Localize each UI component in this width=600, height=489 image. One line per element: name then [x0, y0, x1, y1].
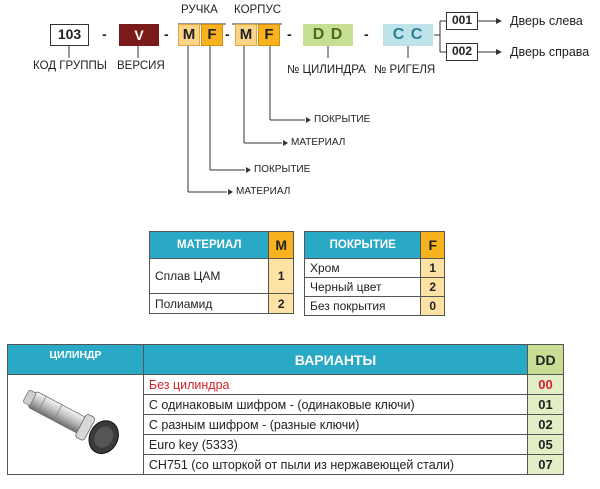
- coating-table-header: ПОКРЫТИЕ: [303, 231, 422, 259]
- handle-coating-callout: ПОКРЫТИЕ: [254, 164, 311, 175]
- cylinder-variant-label: Без цилиндра: [142, 374, 529, 395]
- cylinder-variant-code: 00: [527, 374, 564, 395]
- table-row: CH751 (со шторкой от пыли из нержавеющей…: [8, 454, 564, 475]
- table-row: Полиамид 2: [148, 293, 294, 314]
- cylinder-variant-label: CH751 (со шторкой от пыли из нержавеющей…: [142, 454, 529, 475]
- cylinder-table: ЦИЛИНДР ВАРИАНТЫ DD: [7, 344, 564, 475]
- cylinder-table-header-code: DD: [527, 344, 564, 375]
- separator: -: [225, 26, 230, 42]
- code-group-box: 103: [50, 24, 89, 46]
- coating-table: ПОКРЫТИЕ F Хром 1 Черный цвет 2 Без покр…: [303, 231, 445, 316]
- coating-label: Черный цвет: [303, 277, 422, 297]
- code-group-label: КОД ГРУППЫ: [33, 60, 107, 72]
- material-code: 1: [268, 258, 294, 294]
- material-table: МАТЕРИАЛ M Сплав ЦАМ 1 Полиамид 2: [148, 231, 294, 314]
- coating-label: Хром: [303, 258, 422, 278]
- separator: -: [287, 26, 292, 42]
- cylinder-variant-code: 07: [527, 454, 564, 475]
- cylinder-table-header-variants: ВАРИАНТЫ: [142, 344, 529, 375]
- cylinder-number-box: D D: [303, 24, 353, 46]
- material-code: 2: [268, 293, 294, 314]
- body-coating-callout: ПОКРЫТИЕ: [314, 114, 371, 125]
- material-label: Сплав ЦАМ: [148, 258, 270, 294]
- cylinder-lock-with-key-icon: [23, 389, 120, 455]
- table-row: Хром 1: [303, 258, 445, 278]
- body-material-callout: МАТЕРИАЛ: [291, 137, 346, 148]
- body-title: КОРПУС: [234, 4, 282, 16]
- cylinder-variant-code: 01: [527, 394, 564, 415]
- coating-label: Без покрытия: [303, 296, 422, 316]
- separator: -: [164, 26, 169, 42]
- cylinder-variant-code: 05: [527, 434, 564, 455]
- cylinder-variant-code: 02: [527, 414, 564, 435]
- bolt-number-box: C C: [383, 24, 433, 46]
- table-row: Черный цвет 2: [303, 277, 445, 297]
- coating-code: 2: [420, 277, 445, 297]
- version-label: ВЕРСИЯ: [117, 60, 165, 72]
- table-row: Без покрытия 0: [303, 296, 445, 316]
- coating-code: 1: [420, 258, 445, 278]
- handle-coating-box: F: [201, 24, 223, 46]
- version-box: V: [119, 24, 159, 46]
- door-right-label: Дверь справа: [510, 45, 590, 59]
- table-row: Сплав ЦАМ 1: [148, 258, 294, 294]
- coating-code: 0: [420, 296, 445, 316]
- separator: -: [102, 26, 107, 42]
- door-left-label: Дверь слева: [510, 14, 583, 28]
- handle-title: РУЧКА: [181, 4, 218, 16]
- table-row: Без цилиндра 00: [7, 374, 564, 475]
- door-left-code-box: 001: [446, 12, 478, 30]
- handle-material-callout: МАТЕРИАЛ: [236, 186, 291, 197]
- material-table-code-header: M: [268, 231, 294, 259]
- handle-material-box: M: [178, 24, 200, 46]
- code-diagram-lines: [68, 18, 502, 195]
- cylinder-image-cell: [7, 374, 144, 475]
- cylinder-variant-label: Euro key (5333): [142, 434, 529, 455]
- material-label: Полиамид: [148, 293, 270, 314]
- coating-table-code-header: F: [420, 231, 445, 259]
- cylinder-table-header-image: ЦИЛИНДР: [7, 344, 144, 375]
- table-row: С разным шифром - (разные ключи) 02: [8, 414, 564, 435]
- bolt-number-label: № РИГЕЛЯ: [374, 64, 436, 76]
- cylinder-variant-label: С разным шифром - (разные ключи): [142, 414, 529, 435]
- material-table-header: МАТЕРИАЛ: [148, 231, 270, 259]
- body-coating-box: F: [258, 24, 280, 46]
- separator: -: [364, 26, 369, 42]
- body-material-box: M: [235, 24, 257, 46]
- cylinder-number-label: № ЦИЛИНДРА: [287, 64, 366, 76]
- door-right-code-box: 002: [446, 43, 478, 61]
- cylinder-variant-label: С одинаковым шифром - (одинаковые ключи): [142, 394, 529, 415]
